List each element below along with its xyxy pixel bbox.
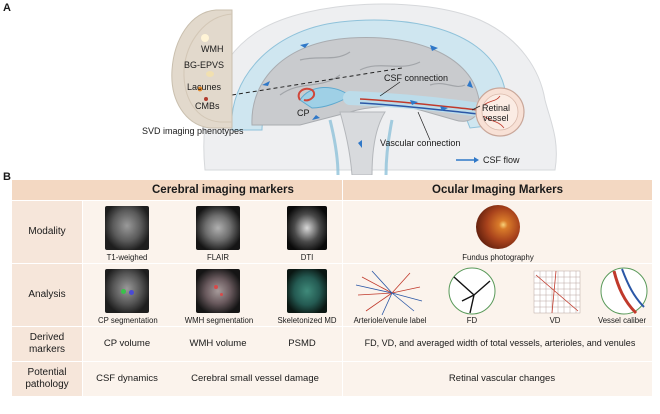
vessel-caliber-graphic bbox=[600, 267, 648, 315]
arteriole-venule-label-graphic bbox=[355, 270, 423, 316]
panel-a-letter: A bbox=[3, 2, 11, 14]
label-vessel: vessel bbox=[483, 113, 509, 123]
label-lacunes: Lacunes bbox=[187, 82, 222, 92]
label-cp: CP bbox=[297, 108, 310, 118]
derived-psmd: PSMD bbox=[288, 338, 316, 349]
caption-skeleton-md: Skeletonized MD bbox=[277, 316, 337, 325]
choroid-plexus bbox=[297, 87, 316, 102]
vd-graphic bbox=[533, 270, 581, 314]
row-label-analysis: Analysis bbox=[28, 289, 66, 300]
csf-flow-arrows bbox=[262, 43, 473, 148]
label-csf-connection: CSF connection bbox=[384, 73, 449, 83]
label-retinal: Retinal bbox=[482, 103, 511, 113]
row-label-modality: Modality bbox=[28, 226, 66, 237]
svd-brain-slice bbox=[171, 9, 233, 129]
panel-a-illustration bbox=[171, 3, 557, 175]
t1-image bbox=[105, 206, 149, 250]
caption-av-label: Arteriole/venule label bbox=[353, 316, 427, 325]
caption-cp-seg: CP segmentation bbox=[98, 316, 158, 325]
caption-vessel-caliber: Vessel caliber bbox=[597, 316, 647, 325]
pathology-svd: Cerebral small vessel damage bbox=[191, 373, 319, 384]
label-wmh: WMH bbox=[201, 44, 224, 54]
caption-vd: VD bbox=[549, 316, 561, 325]
cp-segmentation-image bbox=[105, 269, 149, 313]
dti-image bbox=[287, 206, 327, 250]
derived-wmh-volume: WMH volume bbox=[189, 338, 247, 349]
row-label-derived-1: Derived bbox=[29, 332, 65, 343]
flair-image bbox=[196, 206, 240, 250]
derived-cp-volume: CP volume bbox=[103, 338, 151, 349]
row-label-pathology-1: Potential bbox=[27, 367, 67, 378]
panel-b-letter: B bbox=[3, 171, 11, 183]
ocular-analysis-graphics bbox=[355, 267, 648, 316]
derived-ocular: FD, VD, and averaged width of total vess… bbox=[364, 338, 636, 348]
table-header bbox=[12, 180, 652, 200]
header-ocular: Ocular Imaging Markers bbox=[432, 184, 564, 196]
caption-t1: T1-weighed bbox=[106, 253, 148, 262]
fd-graphic bbox=[448, 267, 496, 315]
caption-flair: FLAIR bbox=[206, 253, 230, 262]
pathology-csf: CSF dynamics bbox=[96, 373, 158, 384]
caption-fundus: Fundus photography bbox=[462, 253, 534, 262]
header-cerebral: Cerebral imaging markers bbox=[152, 184, 294, 196]
row-label-derived-2: markers bbox=[28, 344, 66, 355]
marker-table: Cerebral imaging markers Ocular Imaging … bbox=[12, 180, 652, 412]
label-bg-epvs: BG-EPVS bbox=[184, 60, 225, 70]
wmh-segmentation-image bbox=[196, 269, 240, 313]
svd-caption: SVD imaging phenotypes bbox=[142, 126, 244, 136]
label-cmbs: CMBs bbox=[195, 101, 220, 111]
caption-wmh-seg: WMH segmentation bbox=[184, 316, 254, 325]
pathology-retinal: Retinal vascular changes bbox=[448, 373, 556, 384]
caption-fd: FD bbox=[466, 316, 478, 325]
skeletonized-md-image bbox=[287, 269, 327, 313]
label-vascular-connection: Vascular connection bbox=[380, 138, 461, 148]
row-label-pathology-2: pathology bbox=[25, 379, 69, 390]
brainstem bbox=[339, 111, 386, 175]
caption-dti: DTI bbox=[300, 253, 314, 262]
legend-csf-flow: CSF flow bbox=[483, 155, 520, 165]
fundus-image bbox=[476, 205, 520, 249]
dashed-section-line bbox=[231, 67, 403, 96]
